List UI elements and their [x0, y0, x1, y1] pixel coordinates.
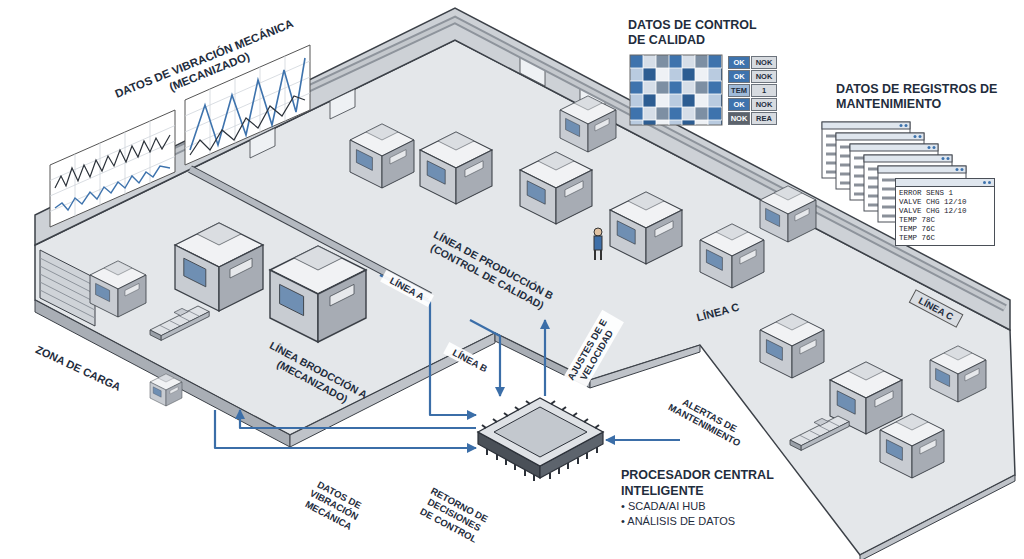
log-line: TEMP 76C: [899, 234, 991, 243]
edge-label: ALERTAS DE MANTENIMIENTO: [655, 385, 758, 456]
window-body: ERROR SENS 1VALVE CHG 12/10VALVE CHG 12/…: [896, 187, 994, 245]
zone-label: LÍNEA BRODCCIÓN A (MECANIZADO): [254, 335, 376, 416]
status-cell: REA: [751, 112, 777, 125]
text-stack: PROCESADOR CENTRAL INTELIGENTE• SCADA/AI…: [621, 468, 801, 529]
connector-arrow: [240, 410, 476, 428]
log-line: VALVE CHG 12/10: [899, 198, 991, 207]
processor-title: PROCESADOR CENTRAL INTELIGENTE: [621, 468, 801, 499]
area-label: ZONA DE CARGA: [25, 339, 130, 397]
status-cell: TEM: [728, 84, 750, 97]
chart-title: DATOS DE VIBRACIÓN MECÁNICA (MECANIZADO): [100, 12, 314, 120]
bullet-item: • ANÁLISIS DE DATOS: [621, 514, 801, 529]
edge-label: LÍNEA A: [380, 270, 434, 307]
window-dot: [983, 181, 986, 184]
status-cell: OK: [728, 56, 750, 69]
edge-label: DATOS DE VIBRACIÓN MECÁNICA: [292, 471, 376, 539]
production-zone: LÍNEA BRODCCIÓN A (MECANIZADO): [150, 230, 380, 410]
log-line: TEMP 78C: [899, 216, 991, 225]
window-dot: [988, 181, 991, 184]
connector-arrow: [544, 320, 546, 396]
production-zone: LÍNEA DE PRODUCCIÓN B (CONTROL DE CALIDA…: [420, 150, 680, 320]
window-titlebar: [896, 179, 994, 187]
edge-label: AJUSTES DE E VELOCIDAD: [560, 309, 623, 394]
status-cell: NOK: [751, 98, 777, 111]
log-panel: ERROR SENS 1VALVE CHG 12/10VALVE CHG 12/…: [818, 82, 1013, 248]
zone-label: LÍNEA C: [687, 298, 748, 326]
connector-arrow: [606, 439, 680, 441]
status-cell: NOK: [751, 70, 777, 83]
wall-sign: LÍNEA C: [909, 289, 964, 328]
chart-panel: DATOS DE VIBRACIÓN MECÁNICA (MECANIZADO): [40, 15, 320, 205]
panel-title: DATOS DE CONTROL DE CALIDAD: [628, 18, 768, 48]
log-window: ERROR SENS 1VALVE CHG 12/10VALVE CHG 12/…: [895, 178, 995, 246]
processor-chip: PROCESADOR CENTRAL INTELIGENTE• SCADA/AI…: [476, 396, 606, 480]
status-cell: NOK: [728, 112, 750, 125]
panel-title: DATOS DE REGISTROS DE MANTENIMIENTO: [836, 82, 1011, 112]
status-cell: OK: [728, 70, 750, 83]
edge-label: RETORNO DE DECISIONES DE CONTROL: [412, 481, 496, 549]
log-line: VALVE CHG 12/10: [899, 207, 991, 216]
log-line: TEMP 76C: [899, 225, 991, 234]
status-cell: 1: [751, 84, 777, 97]
zone-label: LÍNEA DE PRODUCCIÓN B (CONTROL DE CALIDA…: [411, 220, 569, 320]
status-cell: NOK: [751, 56, 777, 69]
status-cell: OK: [728, 98, 750, 111]
bullet-item: • SCADA/AI HUB: [621, 499, 801, 514]
quality-panel: DATOS DE CONTROL DE CALIDADOKNOKOKNOKTEM…: [628, 18, 788, 130]
log-line: ERROR SENS 1: [899, 189, 991, 198]
edge-label: LÍNEA B: [443, 342, 497, 379]
